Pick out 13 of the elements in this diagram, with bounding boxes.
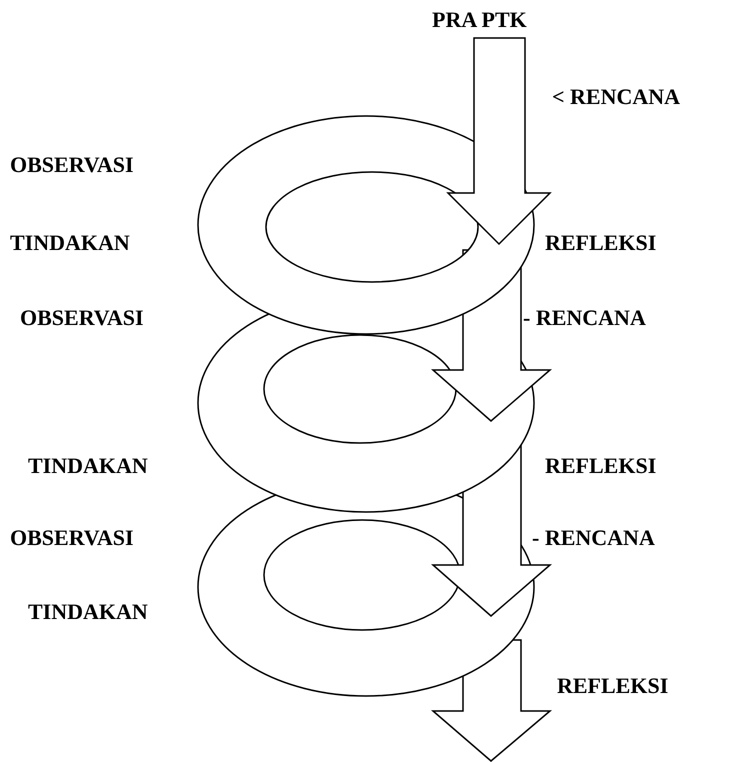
- stage-label: - RENCANA: [532, 526, 655, 550]
- stage-label: REFLEKSI: [557, 674, 668, 698]
- stage-label: - RENCANA: [523, 306, 646, 330]
- stage-label: TINDAKAN: [28, 454, 148, 478]
- stage-label: REFLEKSI: [545, 454, 656, 478]
- stage-label: OBSERVASI: [10, 526, 134, 550]
- stage-label: OBSERVASI: [10, 153, 134, 177]
- stage-label: OBSERVASI: [20, 306, 144, 330]
- stage-label: TINDAKAN: [28, 600, 148, 624]
- stage-label: REFLEKSI: [545, 231, 656, 255]
- stage-label: TINDAKAN: [10, 231, 130, 255]
- stage-label: < RENCANA: [552, 85, 680, 109]
- stage-label: PRA PTK: [432, 8, 527, 32]
